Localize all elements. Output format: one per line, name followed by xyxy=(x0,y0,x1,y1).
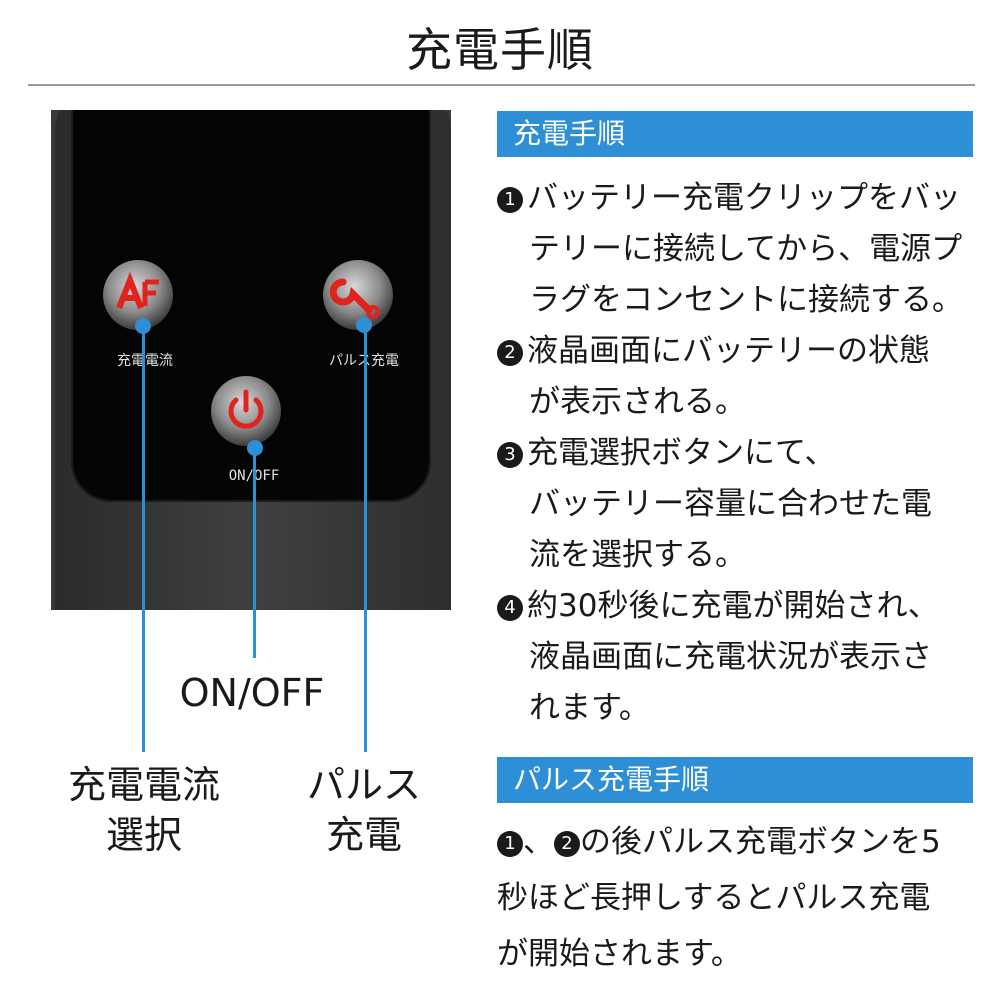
step-4-line-1: 約30秒後に充電が開始され、 xyxy=(527,588,939,624)
step-3-line-2: バッテリー容量に合わせた電 xyxy=(529,486,932,522)
step-1-line-2: テリーに接続してから、電源プ xyxy=(529,231,963,267)
title-divider xyxy=(28,84,975,86)
step-1-number: 1 xyxy=(497,187,523,213)
step-2-line-2: が表示される。 xyxy=(529,384,746,420)
current-ampere-icon xyxy=(116,271,159,310)
device-photo: 充電電流 パルス充電 ON/OFF xyxy=(51,110,451,610)
pulse-ref-step-1: 1 xyxy=(497,831,523,857)
pulse-ref-step-2: 2 xyxy=(554,831,580,857)
step-1-line-1: バッテリー充電クリップをバッ xyxy=(527,180,961,216)
pulse-line-3: が開始されます。 xyxy=(497,936,742,972)
step-3-line-1: 充電選択ボタンにて、 xyxy=(527,435,836,471)
pulse-callout-line1: パルス xyxy=(306,763,422,807)
current-select-button[interactable] xyxy=(103,260,173,330)
page-title: 充電手順 xyxy=(406,23,594,77)
step-3-line-3: 流を選択する。 xyxy=(529,537,746,573)
step-1-line-3: ラグをコンセントに接続する。 xyxy=(529,282,963,318)
pulse-line-1: の後パルス充電ボタンを5 xyxy=(580,824,941,860)
step-4-line-2: 液晶画面に充電状況が表示さ xyxy=(529,639,932,675)
wrench-icon xyxy=(329,278,380,319)
step-4-line-3: れます。 xyxy=(529,690,650,726)
pulse-leader-line xyxy=(364,326,367,752)
current-callout: 充電電流 選択 xyxy=(68,760,220,860)
pulse-callout: パルス 充電 xyxy=(307,760,421,860)
power-icon xyxy=(228,389,264,429)
current-button-label: 充電電流 xyxy=(117,353,173,369)
step-3-number: 3 xyxy=(497,442,523,468)
step-2-number: 2 xyxy=(497,340,523,366)
charging-heading: 充電手順 xyxy=(497,111,973,157)
step-4-number: 4 xyxy=(497,595,523,621)
onoff-callout: ON/OFF xyxy=(179,671,325,715)
onoff-leader-line xyxy=(253,448,256,658)
pulse-callout-line2: 充電 xyxy=(325,813,403,857)
step-2-line-1: 液晶画面にバッテリーの状態 xyxy=(527,333,930,369)
power-button[interactable] xyxy=(211,376,281,446)
pulse-separator: 、 xyxy=(523,824,554,860)
current-callout-line2: 選択 xyxy=(105,813,183,857)
pulse-button-marker xyxy=(356,317,372,333)
current-callout-line1: 充電電流 xyxy=(67,763,221,807)
pulse-line-2: 秒ほど長押しするとパルス充電 xyxy=(497,880,931,916)
current-leader-line xyxy=(142,326,145,752)
pulse-heading: パルス充電手順 xyxy=(497,757,973,803)
